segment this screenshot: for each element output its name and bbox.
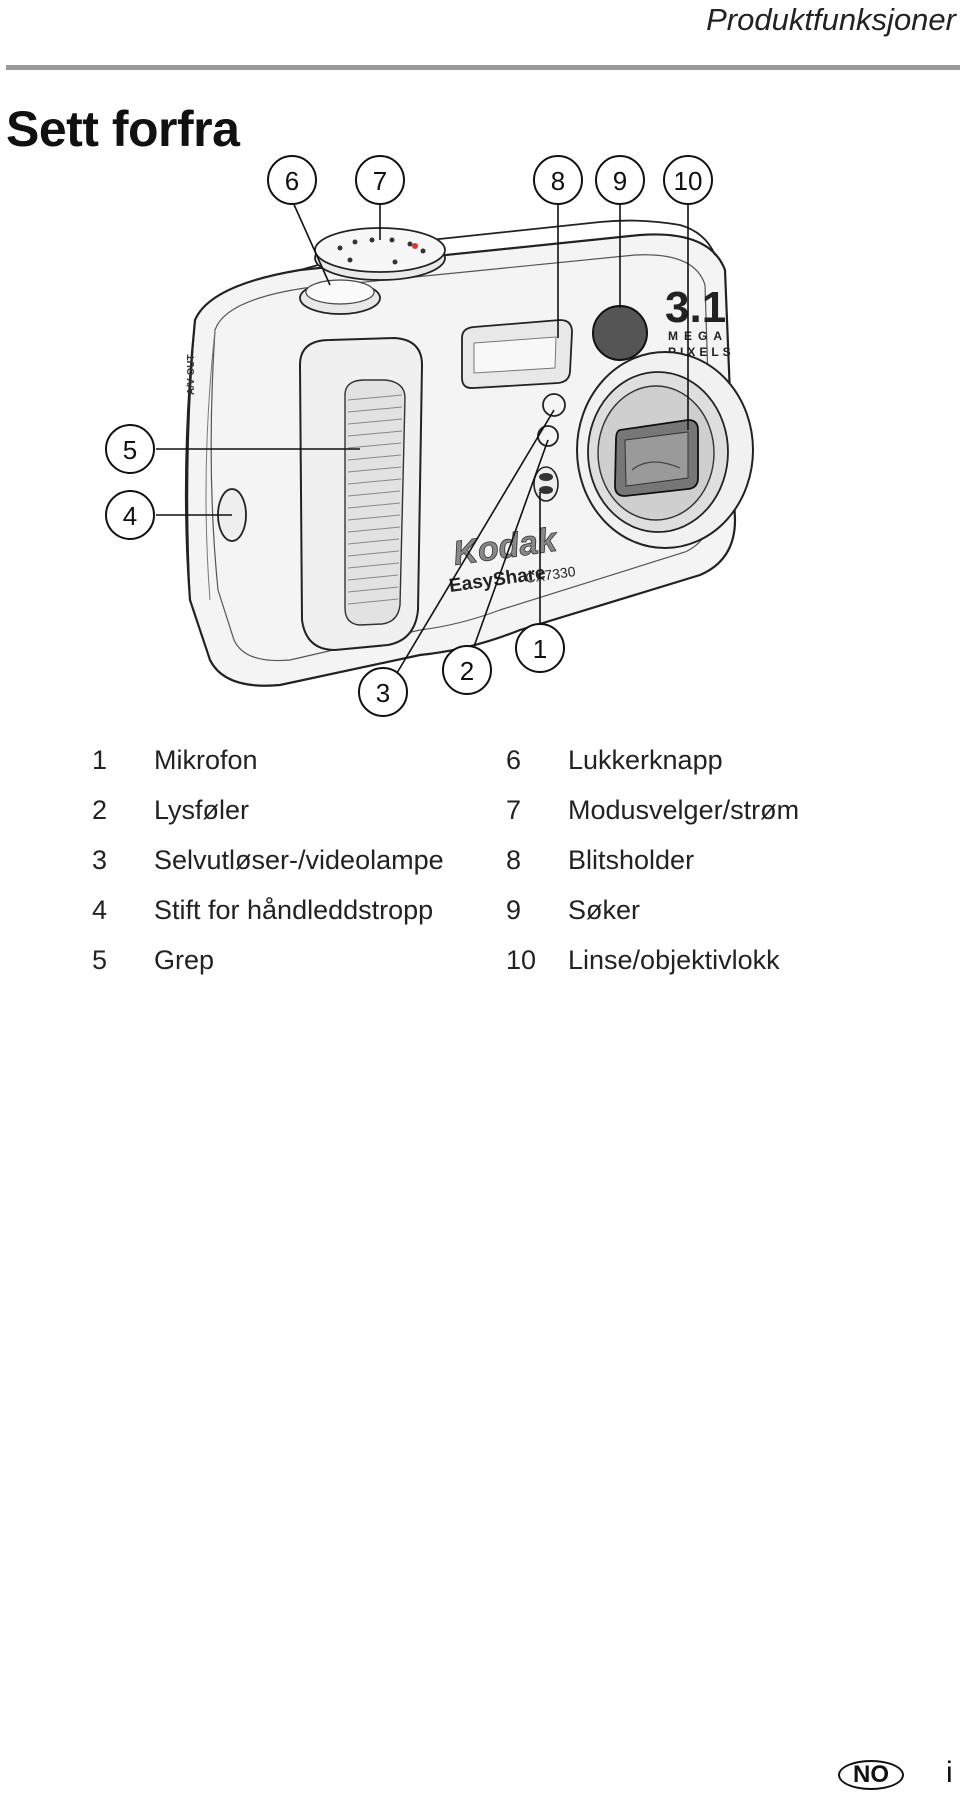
svg-text:7: 7 — [373, 166, 387, 196]
legend-number: 3 — [92, 845, 108, 875]
legend-label: Modusvelger/strøm — [568, 795, 800, 825]
svg-text:3: 3 — [376, 678, 390, 708]
svg-text:9: 9 — [613, 166, 627, 196]
svg-text:10: 10 — [674, 166, 703, 196]
legend-item: 10 Linse/objektivlokk — [506, 945, 936, 995]
callout-9: 9 — [595, 155, 645, 205]
callout-5: 5 — [105, 424, 155, 474]
model-number: CX7330 — [524, 563, 577, 586]
flash-unit — [461, 319, 573, 389]
legend-number: 4 — [92, 895, 108, 925]
callout-10: 10 — [663, 155, 713, 205]
callout-7: 7 — [355, 155, 405, 205]
legend-item: 6 Lukkerknapp — [506, 745, 936, 795]
svg-text:1: 1 — [533, 634, 547, 664]
svg-text:8: 8 — [551, 166, 565, 196]
legend-label: Stift for håndleddstropp — [154, 895, 434, 925]
legend-item: 5 Grep — [92, 945, 522, 995]
megapixel-number: 3.1 — [665, 283, 726, 332]
callout-1: 1 — [515, 623, 565, 673]
self-timer-lamp — [542, 393, 566, 417]
leader-lines — [156, 199, 689, 689]
legend-item: 7 Modusvelger/strøm — [506, 795, 936, 845]
svg-text:4: 4 — [123, 501, 137, 531]
legend-number: 9 — [506, 895, 522, 925]
callout-3: 3 — [358, 667, 408, 717]
legend-label: Mikrofon — [154, 745, 258, 775]
legend-label: Lysføler — [154, 795, 250, 825]
legend-label: Linse/objektivlokk — [568, 945, 780, 975]
legend-item: 9 Søker — [506, 895, 936, 945]
svg-text:5: 5 — [123, 435, 137, 465]
megapixel-badge: 3.1 MEGA PIXELS — [665, 283, 731, 359]
legend-item: 4 Stift for håndleddstropp — [92, 895, 522, 945]
language-badge: NO — [838, 1760, 904, 1790]
legend-number: 1 — [92, 745, 108, 775]
megapixel-word-mega: MEGA — [668, 329, 728, 343]
grip — [298, 336, 424, 652]
legend-number: 6 — [506, 745, 522, 775]
legend-item: 8 Blitsholder — [506, 845, 936, 895]
lens — [576, 351, 754, 549]
callout-6: 6 — [267, 155, 317, 205]
legend-number: 8 — [506, 845, 522, 875]
legend-item: 3 Selvutløser-/videolampe — [92, 845, 522, 895]
microphone — [533, 466, 559, 502]
viewfinder — [592, 305, 648, 361]
callout-2: 2 — [442, 645, 492, 695]
legend-label: Søker — [568, 895, 641, 925]
header-title: Produktfunksjoner — [706, 2, 956, 37]
legend-label: Blitsholder — [568, 845, 695, 875]
legend-number: 7 — [506, 795, 522, 825]
light-sensor — [537, 425, 559, 447]
legend-item: 1 Mikrofon — [92, 745, 522, 795]
legend-item: 2 Lysføler — [92, 795, 522, 845]
legend-label: Grep — [154, 945, 215, 975]
shutter-button — [299, 279, 381, 315]
legend-label: Lukkerknapp — [568, 745, 723, 775]
svg-text:6: 6 — [285, 166, 299, 196]
callout-8: 8 — [533, 155, 583, 205]
legend-label: Selvutløser-/videolampe — [154, 845, 444, 875]
svg-text:2: 2 — [460, 656, 474, 686]
section-title: Sett forfra — [6, 101, 240, 157]
av-out-label: A/V OUT — [186, 354, 197, 395]
legend-number: 2 — [92, 795, 108, 825]
camera-front-illustration: A/V OUT 3.1 MEGA PIXELS — [105, 155, 754, 717]
callout-4: 4 — [105, 490, 155, 540]
mode-dial — [314, 227, 446, 281]
legend-number: 10 — [506, 945, 537, 975]
legend-number: 5 — [92, 945, 108, 975]
page-number: i — [946, 1756, 953, 1789]
header-rule — [6, 65, 960, 70]
